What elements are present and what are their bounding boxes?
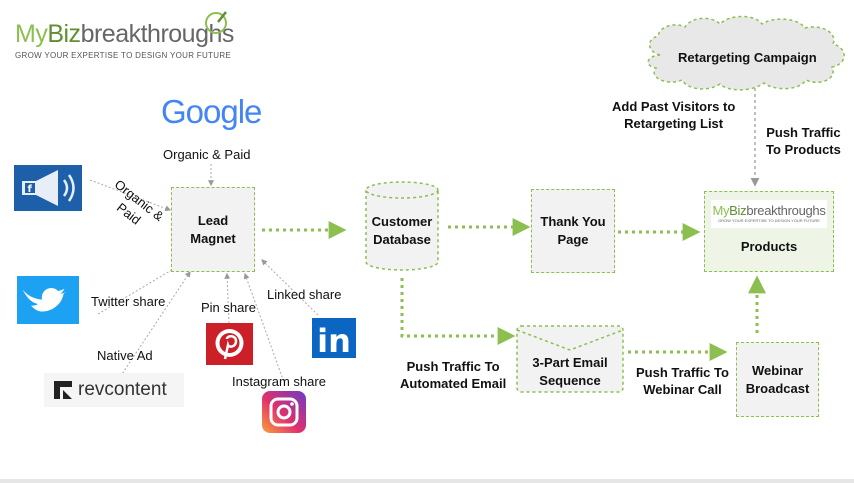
lead-magnet-line2: Magnet [190, 230, 236, 246]
push-to-email-label: Push Traffic To Automated Email [400, 359, 507, 391]
webinar-broadcast-node: Webinar Broadcast [736, 342, 819, 417]
google-logo: Google [161, 93, 262, 131]
thank-you-line1: Thank You [540, 214, 606, 229]
instagram-share-label: Instagram share [232, 374, 326, 389]
logo-biz: Biz [47, 20, 81, 48]
svg-text:f: f [28, 184, 33, 195]
linkedin-to-lead-arrow [261, 259, 319, 316]
thank-you-page-node: Thank You Page [531, 189, 615, 273]
twitter-icon [17, 276, 79, 324]
logo-my: My [15, 20, 48, 48]
retargeting-cloud-shape [647, 15, 845, 91]
products-logo: MyBizbreakthroughs GROW YOUR EXPERTISE T… [711, 200, 827, 228]
pin-share-label: Pin share [201, 300, 256, 315]
products-node: MyBizbreakthroughs GROW YOUR EXPERTISE T… [704, 191, 834, 272]
email-sequence-node: 3-Part Email Sequence [517, 354, 623, 390]
bottom-border [0, 479, 854, 483]
brand-logo: MyBizbreakthroughs GROW YOUR EXPERTISE T… [15, 11, 235, 60]
customer-database-shape [365, 181, 439, 271]
brand-tagline: GROW YOUR EXPERTISE TO DESIGN YOUR FUTUR… [15, 51, 232, 60]
pinterest-to-lead-arrow [224, 272, 231, 324]
logo-rest: breakthroughs [80, 20, 235, 48]
revcontent-logo: revcontent [44, 373, 184, 407]
revcontent-to-lead-arrow [117, 271, 191, 381]
lead-magnet-node: Lead Magnet [171, 187, 255, 272]
email-line2: Sequence [539, 373, 601, 388]
retargeting-campaign-label: Retargeting Campaign [678, 50, 817, 65]
products-label: Products [740, 239, 798, 254]
db-to-email-arrow [400, 278, 516, 345]
email-envelope-shape [516, 325, 624, 393]
twitter-share-label: Twitter share [91, 294, 166, 309]
lead-magnet-line1: Lead [197, 212, 229, 228]
linked-share-label: Linked share [267, 287, 342, 302]
revcontent-mark-icon [54, 381, 72, 399]
linkedin-letters: in [317, 322, 351, 360]
email-line1: 3-Part Email [532, 355, 608, 370]
webinar-line1: Webinar [751, 362, 804, 378]
google-wordmark: Google [161, 93, 262, 130]
organic-paid-label-top: Organic & Paid [163, 147, 251, 162]
push-to-webinar-label: Push Traffic To Webinar Call [636, 365, 729, 397]
revcontent-wordmark: revcontent [78, 379, 167, 400]
customer-db-line1: Customer [371, 214, 433, 229]
logo-circle-icon [205, 11, 227, 34]
thank-you-line2: Page [557, 232, 589, 247]
customer-db-line2: Database [373, 232, 431, 247]
add-past-visitors-label: Add Past Visitors to Retargeting List [612, 99, 736, 131]
pinterest-icon [206, 323, 253, 365]
linkedin-icon: in [312, 318, 356, 358]
push-to-products-label: Push Traffic To Products [766, 125, 841, 157]
native-ad-label: Native Ad [97, 348, 153, 363]
facebook-megaphone-icon: f [14, 165, 82, 211]
instagram-icon [262, 391, 306, 433]
customer-database-node: Customer Database [366, 213, 438, 249]
webinar-line2: Broadcast [745, 380, 810, 396]
